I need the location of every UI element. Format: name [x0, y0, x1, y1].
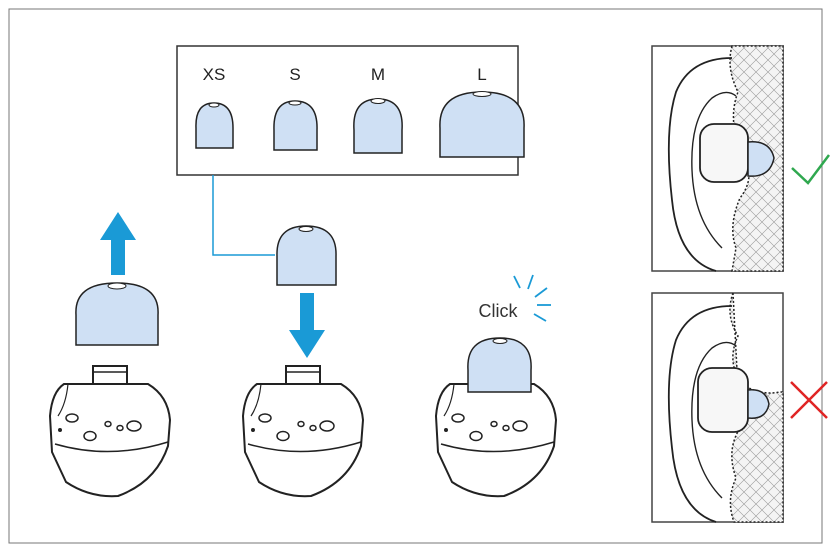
eartip-m — [353, 98, 403, 154]
incorrect-eartip — [747, 389, 770, 419]
checkmark-icon — [791, 154, 830, 185]
eartip-attached-opening — [492, 338, 508, 344]
eartip-attached — [467, 337, 532, 393]
connector-line — [212, 175, 275, 256]
click-label: Click — [479, 301, 519, 321]
eartip-l-opening — [472, 91, 492, 97]
eartip-removed-opening — [107, 282, 127, 290]
incorrect-ear-outline — [667, 305, 733, 523]
arrow-up-icon — [100, 212, 136, 275]
cross-icon — [790, 381, 828, 419]
eartip-s-opening — [288, 100, 302, 106]
correct-ear-outline — [667, 57, 733, 272]
eartip-m-opening — [370, 98, 386, 104]
size-label-m: M — [371, 65, 385, 84]
step-attach — [242, 225, 364, 498]
step-click: Click — [435, 274, 557, 498]
eartip-new — [276, 225, 337, 286]
incorrect-ear-inner — [691, 341, 737, 499]
arrow-down-icon — [289, 293, 325, 358]
eartip-s — [273, 100, 318, 151]
click-burst-icon — [513, 274, 551, 322]
size-label-s: S — [289, 65, 300, 84]
step-remove — [49, 212, 171, 498]
correct-earbud — [699, 123, 749, 183]
incorrect-earbud — [697, 367, 749, 433]
size-label-l: L — [477, 65, 486, 84]
size-label-xs: XS — [203, 65, 226, 84]
correct-fit-panel — [651, 45, 830, 272]
eartip-new-opening — [298, 226, 314, 232]
incorrect-fit-panel — [651, 292, 828, 523]
eartip-removed — [75, 282, 159, 346]
correct-ear-inner — [691, 91, 737, 249]
eartip-xs — [195, 102, 234, 149]
correct-eartip — [747, 141, 775, 177]
eartip-xs-opening — [208, 102, 220, 108]
eartip-l — [439, 91, 525, 158]
